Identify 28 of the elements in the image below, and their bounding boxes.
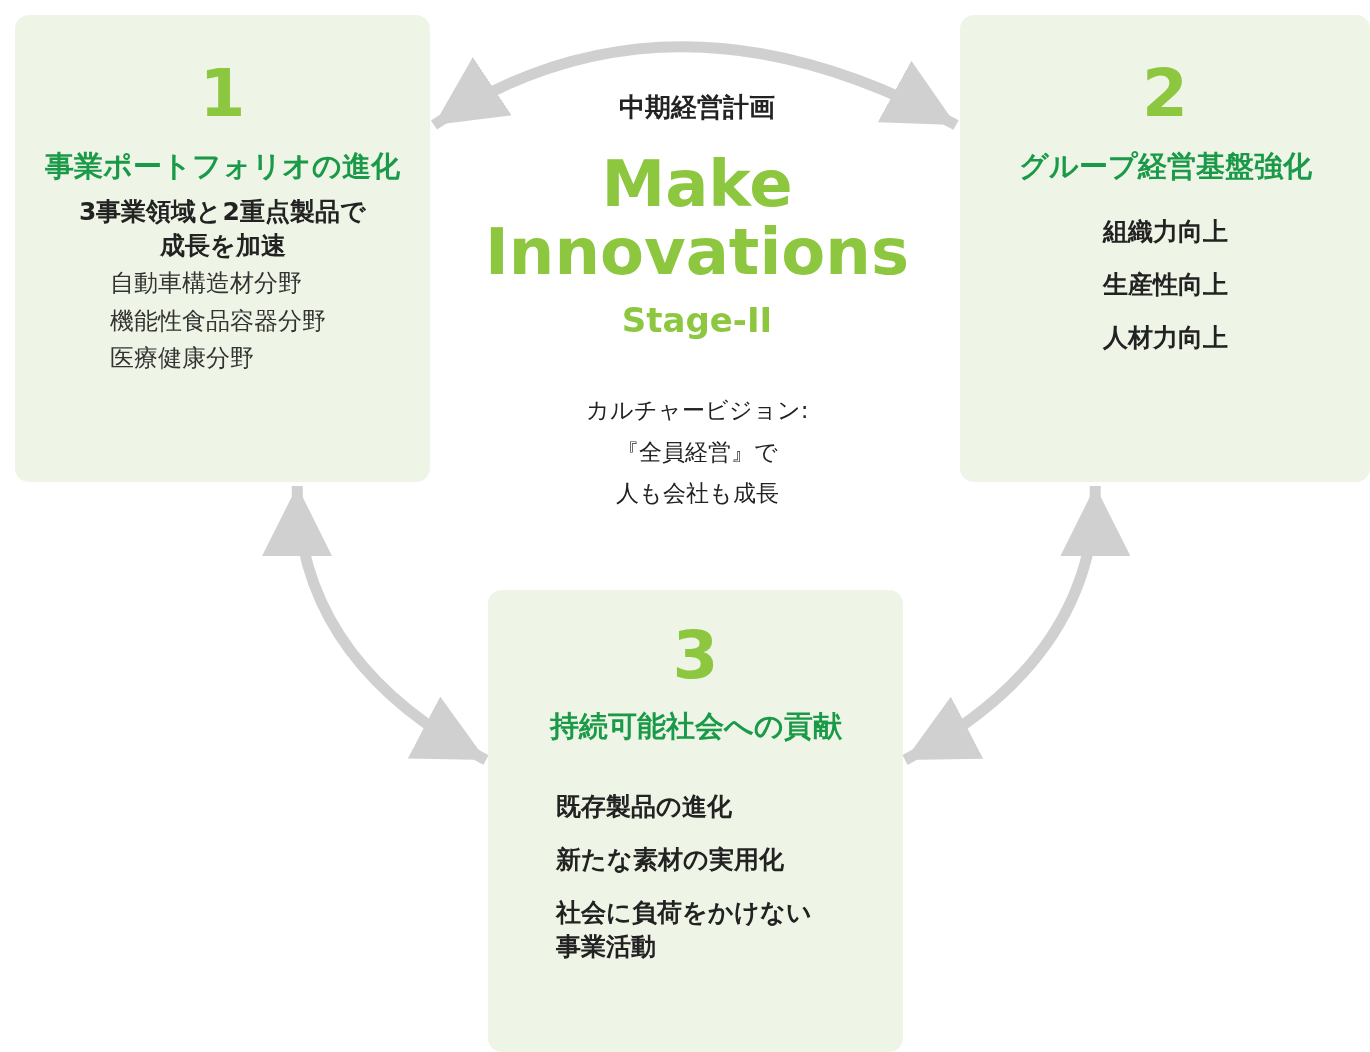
list-item: 自動車構造材分野 (110, 268, 302, 299)
panel-box (960, 15, 1370, 482)
list-item: 社会に負荷をかけない事業活動 (556, 897, 813, 963)
box-heading: 持続可能社会への貢献 (548, 708, 843, 745)
number: 2 (1141, 55, 1189, 132)
double-arrow (265, 485, 489, 765)
double-arrow (431, 41, 959, 130)
panel-box (488, 590, 903, 1052)
number: 1 (198, 55, 247, 132)
list-item: 生産性向上 (1101, 269, 1229, 301)
vision-text: 『全員経営』で (615, 438, 779, 467)
vision-text: 人も会社も成長 (614, 479, 780, 508)
number: 3 (671, 617, 720, 694)
list-item: 既存製品の進化 (556, 791, 732, 823)
box-heading: グループ経営基盤強化 (1017, 148, 1313, 185)
vision-text: カルチャービジョン: (584, 396, 810, 425)
list-item: 人材力向上 (1101, 322, 1229, 354)
plan-stage: Stage-II (620, 300, 774, 340)
list-item: 機能性食品容器分野 (110, 306, 326, 337)
double-arrow (902, 485, 1128, 765)
panel-box (15, 15, 430, 482)
box-heading: 事業ポートフォリオの進化 (44, 148, 401, 185)
list-item: 組織力向上 (1101, 216, 1229, 248)
plan-title: Make Innovations (484, 150, 910, 286)
box-subheading: 3事業領域と2重点製品で成長を加速 (78, 196, 367, 262)
list-item: 新たな素材の実用化 (556, 844, 784, 876)
plan-label: 中期経営計画 (618, 91, 776, 124)
list-item: 医療健康分野 (110, 343, 254, 374)
